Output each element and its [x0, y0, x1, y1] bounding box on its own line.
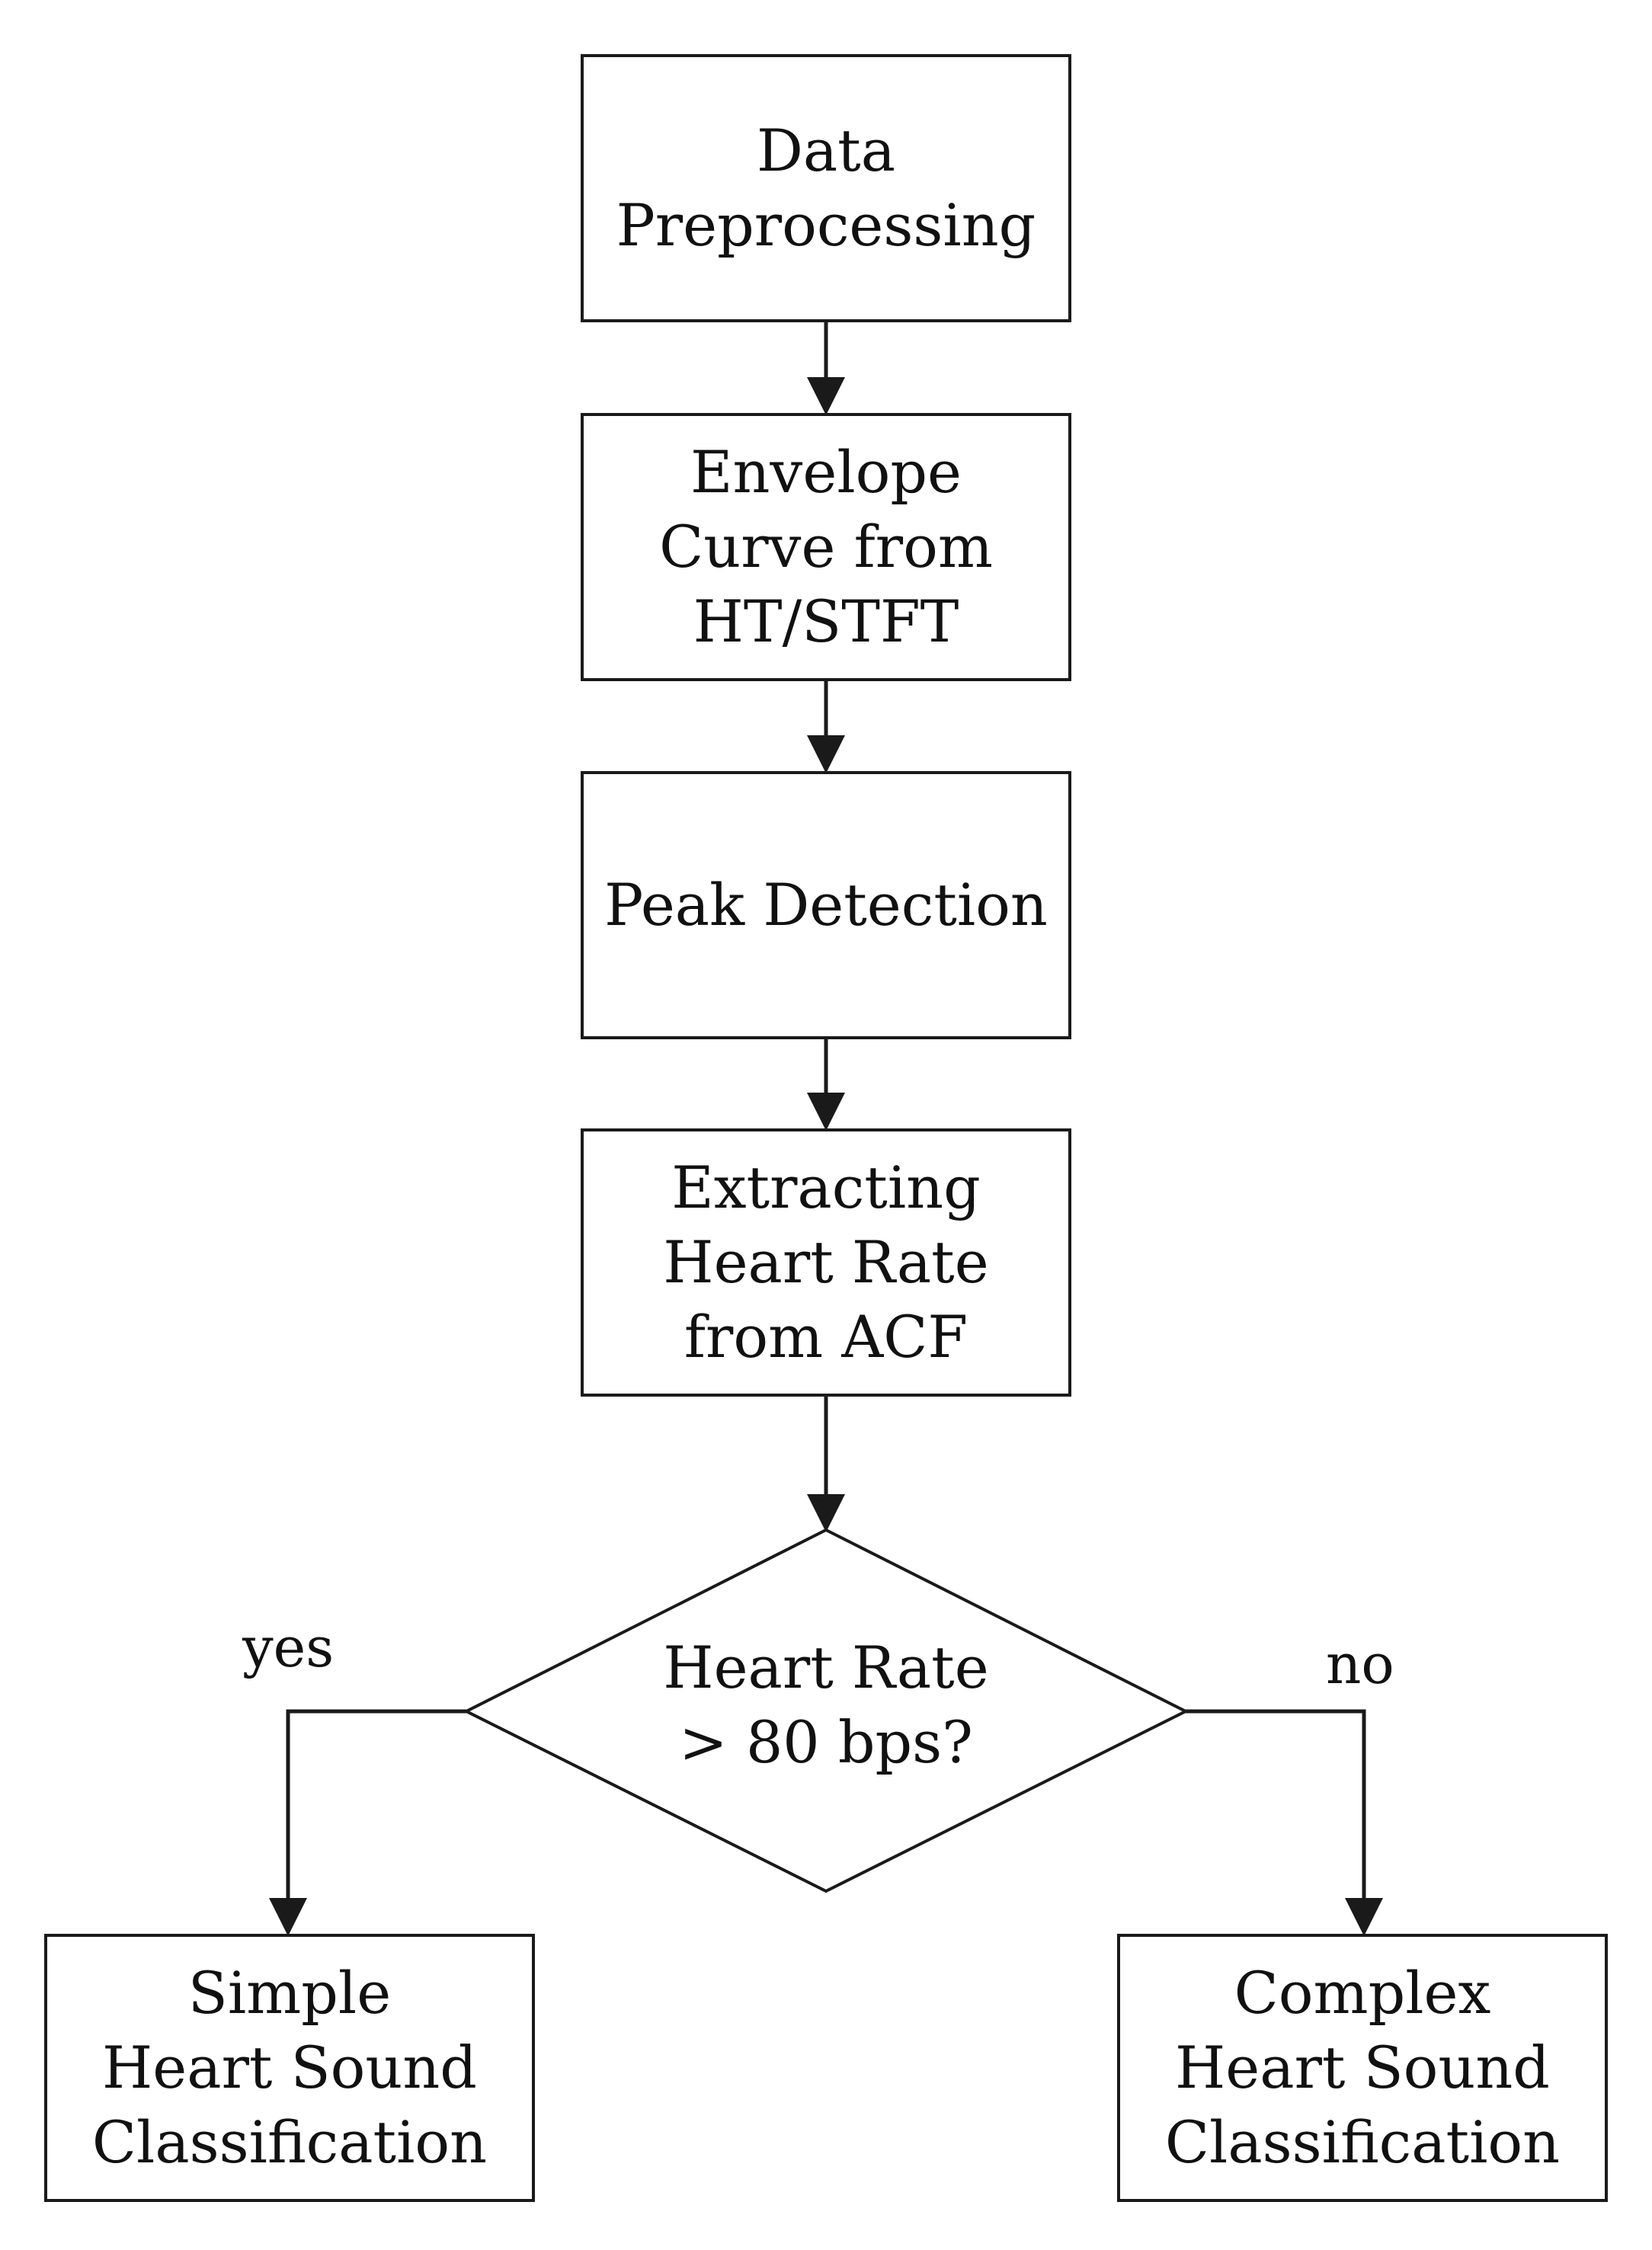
- step-label: Envelope Curve from HT/STFT: [659, 438, 993, 655]
- step-peak-detection: Peak Detection: [581, 771, 1071, 1039]
- step-envelope-curve: Envelope Curve from HT/STFT: [581, 413, 1071, 681]
- connector-no: [1186, 1709, 1383, 1936]
- step-extracting-heart-rate: Extracting Heart Rate from ACF: [581, 1128, 1071, 1397]
- outcome-label: Complex Heart Sound Classification: [1164, 1959, 1561, 2176]
- outcome-label: Simple Heart Sound Classification: [91, 1959, 488, 2176]
- step-label: Peak Detection: [604, 871, 1048, 939]
- step-data-preprocessing: Data Preprocessing: [581, 54, 1071, 322]
- step-label: Extracting Heart Rate from ACF: [663, 1154, 989, 1371]
- outcome-simple-classification: Simple Heart Sound Classification: [44, 1934, 535, 2202]
- connector-yes: [269, 1709, 466, 1936]
- branch-no-label: no: [1326, 1632, 1394, 1696]
- step-label: Data Preprocessing: [616, 117, 1036, 259]
- branch-yes-label: yes: [242, 1615, 335, 1679]
- outcome-complex-classification: Complex Heart Sound Classification: [1117, 1934, 1608, 2202]
- decision-diamond: [463, 1528, 1189, 1893]
- decision-label: Heart Rate > 80 bps?: [663, 1634, 989, 1776]
